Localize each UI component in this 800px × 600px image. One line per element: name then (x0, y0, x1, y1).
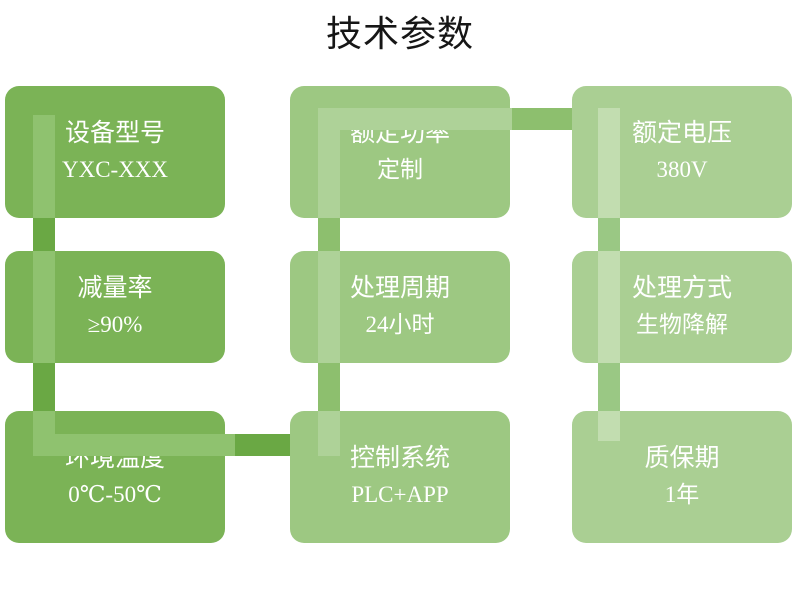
card-title: 质保期 (644, 445, 720, 472)
page-title: 技术参数 (325, 14, 474, 54)
connector-overlay-col3-row3 (598, 411, 620, 441)
card-title: 设备型号 (64, 120, 165, 147)
card-title: 处理方式 (631, 275, 732, 302)
connector-overlay-col2-row1 (318, 108, 340, 218)
card-value: YXC-XXX (61, 157, 169, 182)
card-title: 减量率 (77, 275, 153, 302)
connector-overlay-row3-horizontal (55, 434, 235, 456)
connector-overlay-col1-row2 (33, 251, 55, 363)
connector-overlay-col2-row2 (318, 251, 340, 363)
connector-overlay-col2-row3 (318, 411, 340, 456)
card-value: 0℃-50℃ (68, 482, 162, 507)
card-title: 处理周期 (349, 275, 450, 302)
card-value: PLC+APP (351, 482, 449, 507)
connector-overlay-col3-row1 (598, 108, 620, 218)
card-value: 定制 (377, 157, 423, 182)
card-value: 380V (656, 157, 708, 182)
card-value: 1年 (664, 482, 700, 507)
card-control-system[interactable]: 控制系统 PLC+APP (290, 411, 510, 543)
connector-overlay-col1-row1 (33, 115, 55, 218)
card-value: ≥90% (87, 312, 143, 337)
card-value: 24小时 (365, 312, 435, 337)
connector-overlay-col3-row2 (598, 251, 620, 363)
connector-overlay-col1-row3 (33, 411, 55, 456)
connector-overlay-row1-horizontal (340, 108, 512, 130)
card-value: 生物降解 (636, 312, 728, 337)
card-title: 额定电压 (631, 120, 732, 147)
card-title: 控制系统 (349, 445, 450, 472)
